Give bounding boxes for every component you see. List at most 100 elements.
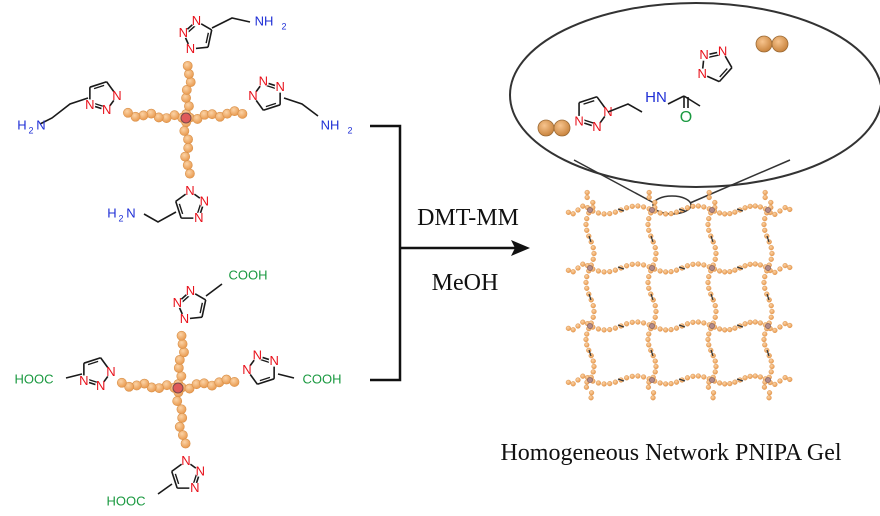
network-bead — [645, 336, 651, 343]
amine-label: N — [36, 117, 45, 132]
network-bead — [575, 323, 581, 329]
double-bond — [205, 32, 210, 44]
polymer-bead — [176, 371, 187, 382]
network-bead — [663, 269, 669, 275]
polymer-bead — [182, 160, 193, 171]
double-bond — [192, 473, 198, 485]
network-bead — [590, 314, 596, 320]
polymer-bead — [177, 412, 188, 423]
network-bead — [601, 381, 607, 387]
network-bead — [635, 203, 641, 209]
nitrogen-atom-label: N — [79, 373, 88, 388]
network-bead — [668, 269, 674, 275]
network-bead — [584, 274, 590, 280]
network-bead — [612, 267, 618, 273]
network-bead — [769, 308, 775, 315]
label-mask — [591, 121, 603, 133]
network-bead — [712, 256, 718, 262]
polymer-bead — [123, 107, 133, 118]
nitrogen-atom-label: N — [112, 88, 121, 103]
label-mask — [84, 99, 96, 111]
network-bead — [673, 209, 680, 215]
network-linker — [650, 349, 654, 357]
nitrogen-atom-label: N — [248, 88, 257, 103]
network-bead — [752, 203, 758, 209]
network-linker — [766, 235, 770, 243]
double-bond — [265, 84, 277, 90]
network-bead — [684, 375, 691, 381]
double-bond — [708, 54, 720, 58]
network-bead — [646, 342, 652, 348]
ch2-bond — [607, 103, 643, 113]
network-bead — [590, 369, 596, 375]
network-bead — [747, 373, 753, 379]
nitrogen-atom-label: N — [179, 25, 188, 40]
product-label: Homogeneous Network PNIPA Gel — [500, 440, 841, 466]
amine-label: N — [126, 205, 135, 220]
network-bead — [706, 216, 712, 222]
network-bead — [713, 363, 719, 370]
network-node — [765, 265, 771, 271]
amide-bond — [683, 95, 701, 107]
network-bead — [635, 319, 641, 325]
network-bead — [722, 327, 728, 333]
network-bead — [607, 327, 613, 333]
network-bead — [650, 390, 657, 396]
network-bead — [640, 204, 647, 210]
amine-subscript: 2 — [347, 125, 352, 135]
network-bead — [690, 373, 696, 379]
network-bead — [584, 216, 590, 222]
network-bead — [673, 379, 680, 385]
nitrogen-atom-label: N — [718, 43, 727, 58]
polymer-bead — [183, 134, 193, 145]
network-bead — [787, 376, 793, 383]
carboxyl-label: COOH — [303, 371, 342, 386]
amine-subscript: 2 — [118, 213, 123, 223]
network-bead — [782, 205, 788, 211]
network-bead — [652, 314, 658, 320]
network-bead — [690, 203, 696, 209]
network-bead — [690, 261, 696, 267]
carboxyl-bond — [65, 373, 83, 379]
network-bead — [624, 205, 630, 211]
double-bond — [174, 473, 180, 485]
polymer-bead — [176, 404, 187, 415]
network-bead — [565, 209, 572, 215]
network-bead — [727, 381, 733, 387]
nitrogen-atom-label: N — [699, 47, 708, 62]
network-linker — [710, 293, 714, 301]
network-bead — [591, 363, 597, 370]
network-bead — [570, 327, 576, 333]
label-mask — [184, 185, 196, 197]
network-bead — [768, 303, 774, 309]
network-bead — [772, 327, 778, 333]
carboxyl-bond — [157, 483, 173, 495]
network-bead — [645, 221, 651, 228]
network-bead — [590, 303, 596, 309]
network-bead — [583, 384, 590, 390]
polymer-bead — [229, 377, 240, 387]
network-bead — [782, 263, 788, 269]
network-bead — [580, 373, 586, 379]
network-bead — [710, 390, 717, 396]
network-bead — [752, 373, 758, 379]
network-bead — [657, 380, 663, 386]
polymer-bead — [537, 119, 555, 137]
network-bead — [580, 261, 586, 267]
network-bead — [705, 279, 711, 286]
network-linker — [766, 349, 770, 357]
network-bead — [668, 211, 674, 217]
network-bead — [762, 227, 768, 233]
nitrogen-atom-label: N — [173, 295, 182, 310]
network-node — [709, 323, 715, 329]
network-bead — [657, 210, 663, 216]
network-bead — [653, 250, 659, 257]
network-bead — [565, 325, 572, 331]
polymer-bead — [130, 111, 141, 122]
polymer-bead — [237, 108, 248, 119]
network-bead — [717, 268, 723, 274]
network-bead — [635, 373, 641, 379]
